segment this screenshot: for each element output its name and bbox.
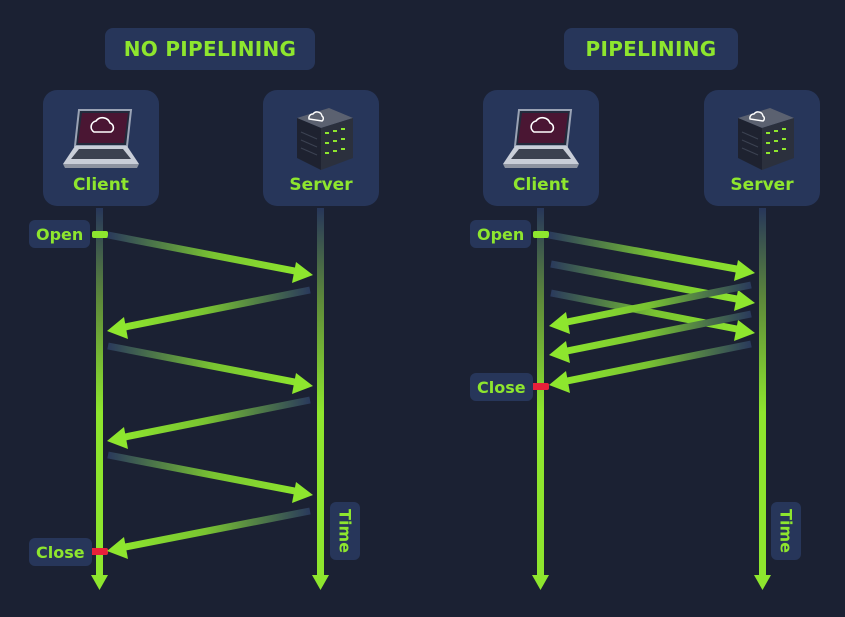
no-pipelining-panel: NO PIPELINING Client Server (0, 0, 422, 617)
no-pipelining-close-marker (90, 548, 108, 555)
no-pipelining-response-arrow-2 (107, 396, 311, 449)
pipelining-time-label: Time (776, 509, 796, 553)
pipelining-close-marker (531, 383, 549, 390)
no-pipelining-request-arrow-1 (107, 231, 313, 283)
pipelining-open-tag: Open (470, 220, 532, 248)
pipelining-time-tag: Time (771, 502, 801, 560)
no-pipelining-response-arrow-3 (107, 507, 311, 559)
pipelining-client-node: Client (483, 90, 599, 206)
laptop-icon (63, 109, 139, 168)
no-pipelining-title: NO PIPELINING (105, 28, 315, 70)
no-pipelining-server-node: Server (263, 90, 379, 206)
no-pipelining-open-marker (92, 231, 108, 238)
pipelining-server-node: Server (704, 90, 820, 206)
no-pipelining-time-label: Time (335, 509, 355, 553)
no-pipelining-client-timeline (91, 208, 108, 590)
no-pipelining-open-tag: Open (29, 220, 91, 248)
pipelining-open-marker (533, 231, 549, 238)
pipelining-request-arrow-1 (548, 231, 755, 281)
no-pipelining-request-arrow-2 (107, 342, 313, 394)
no-pipelining-time-tag: Time (330, 502, 360, 560)
no-pipelining-request-arrow-3 (107, 451, 313, 503)
pipelining-server-timeline (754, 208, 771, 590)
pipelining-response-arrow-1 (549, 281, 752, 334)
no-pipelining-response-arrow-1 (107, 286, 311, 339)
no-pipelining-close-tag: Close (29, 538, 92, 566)
pipelining-response-arrow-2 (549, 310, 752, 363)
no-pipelining-server-timeline (312, 208, 329, 590)
pipelining-client-label: Client (513, 175, 569, 195)
pipelining-server-label: Server (730, 175, 794, 195)
pipelining-client-timeline (532, 208, 549, 590)
pipelining-response-arrow-3 (549, 340, 752, 393)
server-icon (297, 108, 353, 170)
server-icon (738, 108, 794, 170)
pipelining-close-tag: Close (470, 373, 533, 401)
laptop-icon (503, 109, 579, 168)
pipelining-panel: PIPELINING Client Server (440, 0, 845, 617)
no-pipelining-client-node: Client (43, 90, 159, 206)
pipelining-title: PIPELINING (564, 28, 738, 70)
no-pipelining-client-label: Client (73, 175, 129, 195)
no-pipelining-server-label: Server (289, 175, 353, 195)
